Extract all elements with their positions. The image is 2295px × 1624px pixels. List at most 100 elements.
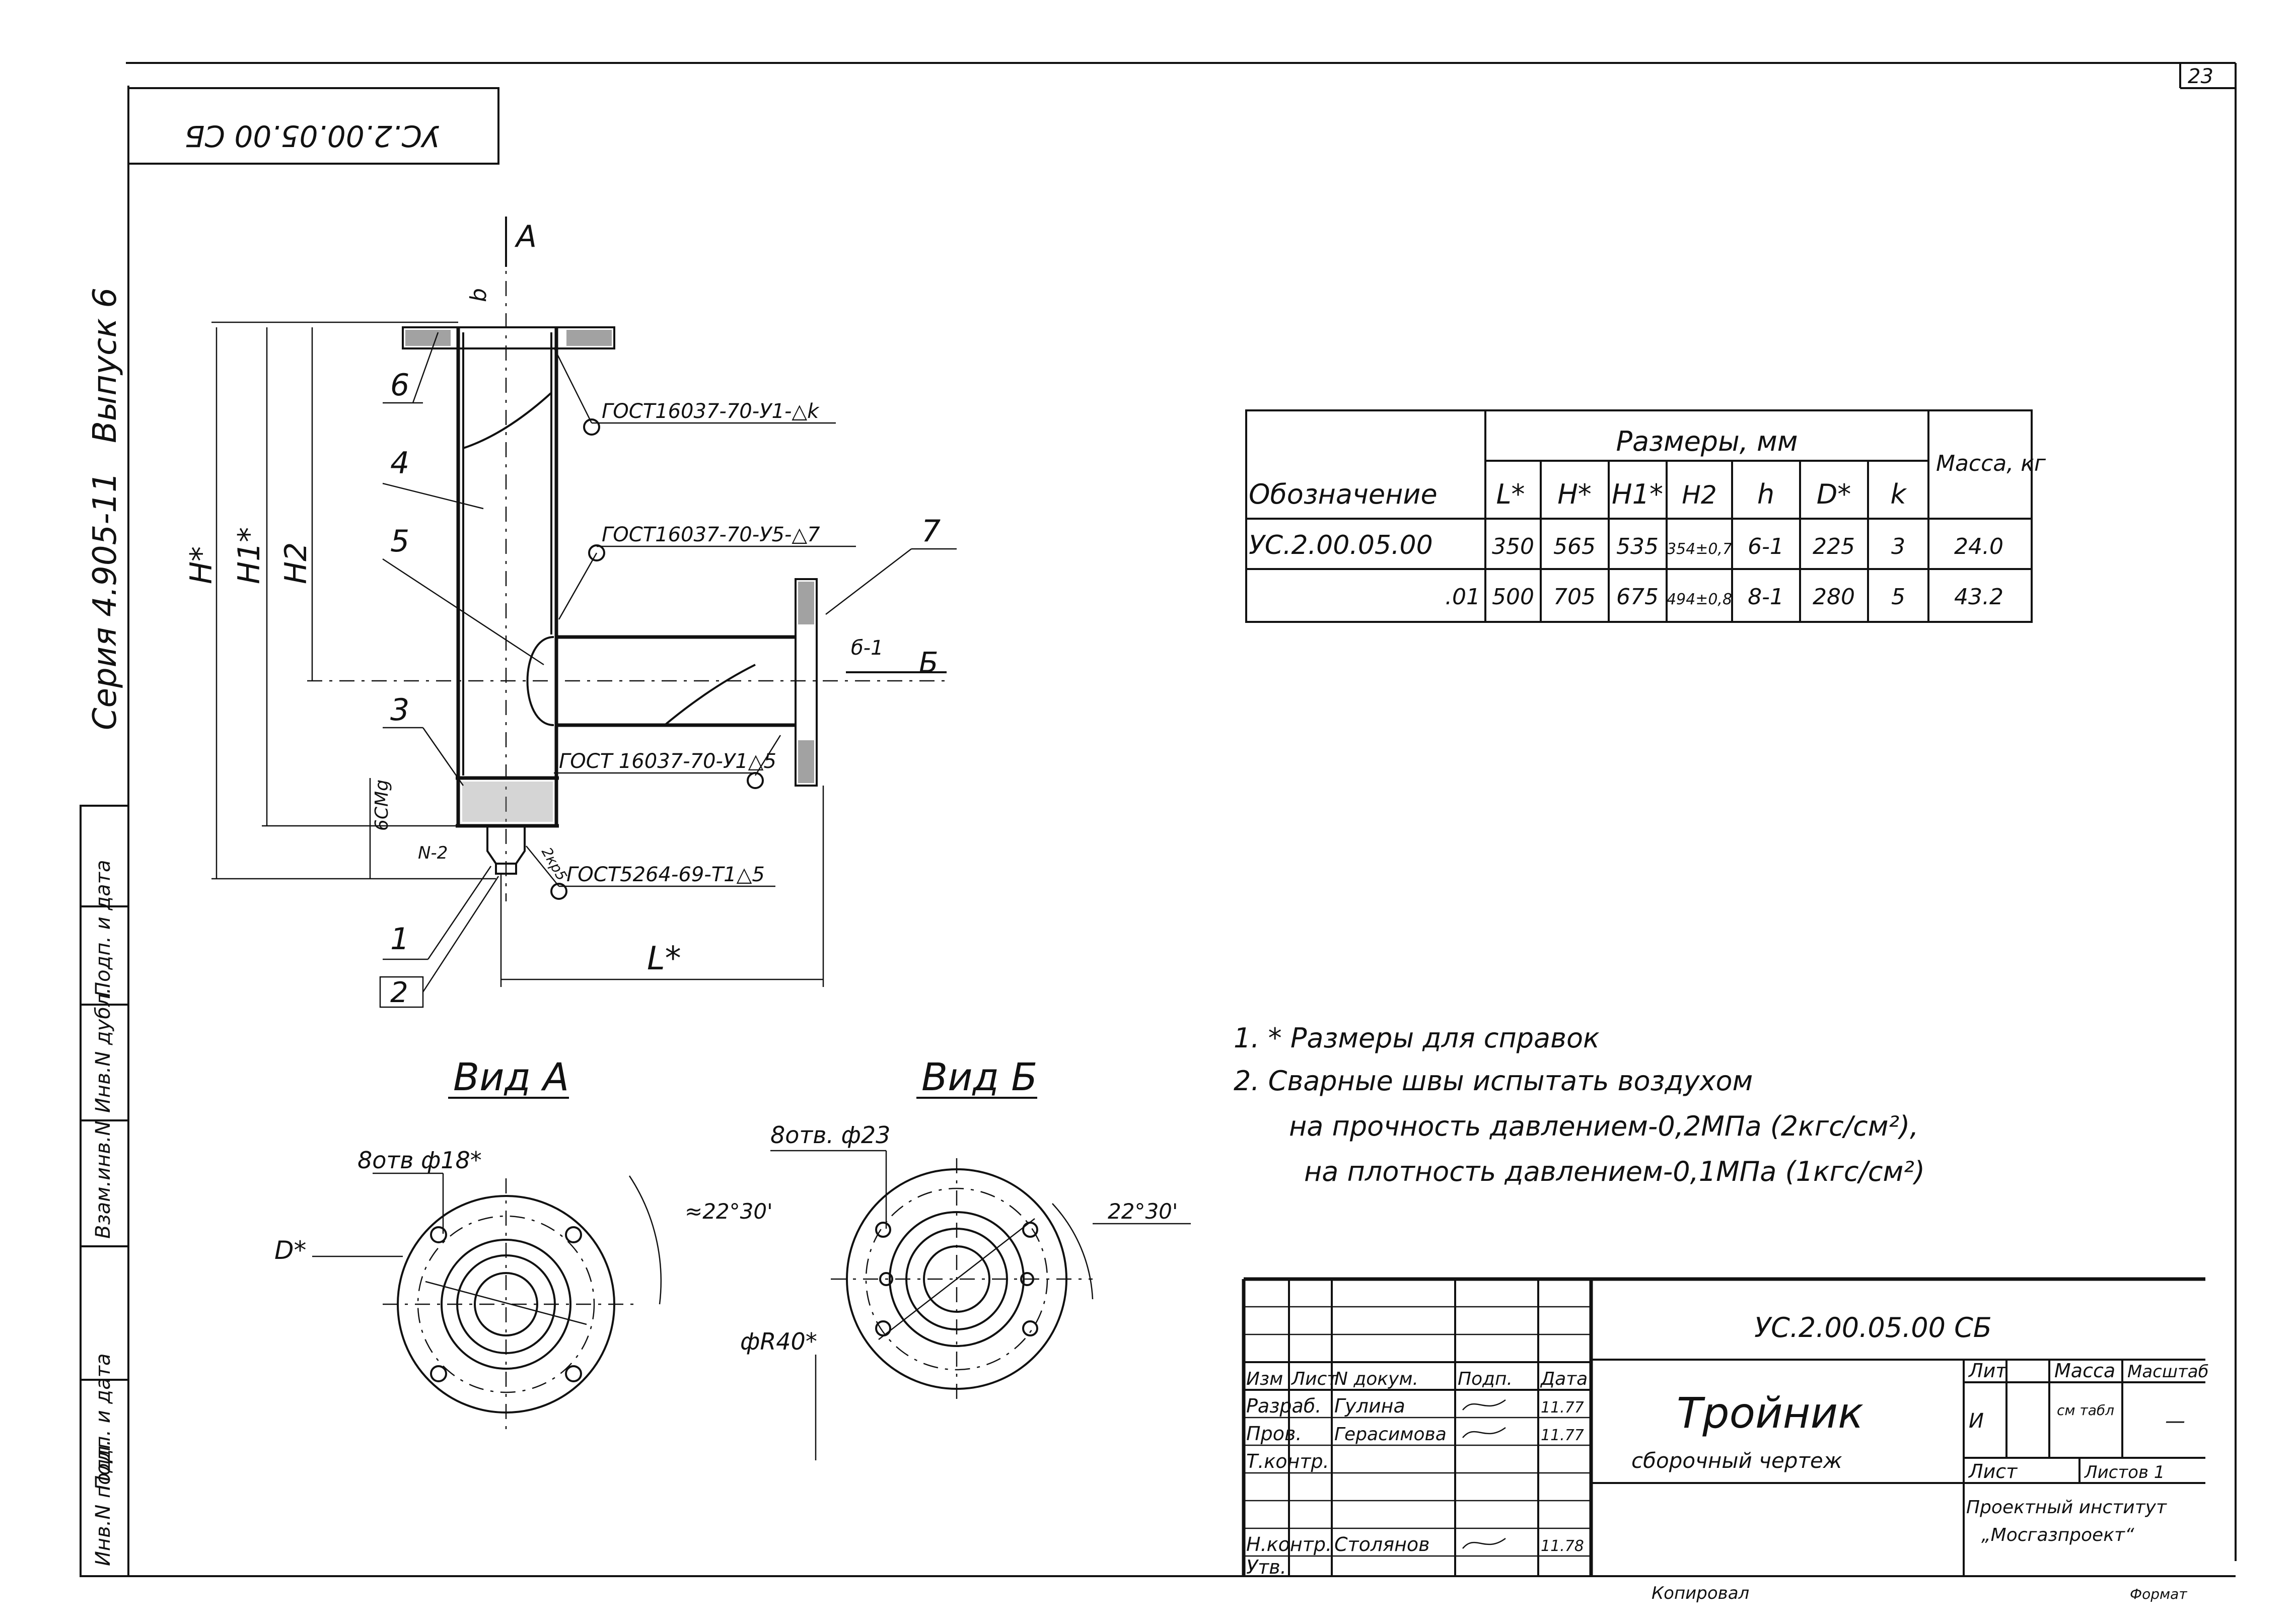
side-podp-data-1: Подп. и дата [92, 1354, 115, 1491]
tb-row-utv: Утв. [1246, 1556, 1286, 1578]
title-block: Изм Лист N докум. Подп. Дата Разраб. Гул… [1242, 1277, 2209, 1578]
note-1: 1. * Размеры для справок [1234, 1022, 1600, 1054]
tb-sheet-label: Лист [1968, 1460, 2018, 1482]
table-row-2-mass: 43.2 [1954, 584, 2003, 610]
side-vzam-inv: Взам.инв.N [92, 1121, 115, 1239]
callout-7: 7 [921, 514, 941, 549]
tb-org2: „Мосгазпроект“ [1981, 1525, 2134, 1545]
tb-date-razrab: 11.77 [1541, 1399, 1584, 1417]
table-row-2-h: 8-1 [1748, 584, 1784, 610]
view-a-title: Вид А [453, 1054, 569, 1099]
table-row-2-D: 280 [1813, 584, 1855, 610]
page-number: 23 [2188, 65, 2213, 88]
callout-4: 4 [390, 446, 409, 481]
table-row-1-h: 6-1 [1748, 534, 1784, 559]
main-view: H* H1* H2 6CMg L* b A Б б-1 ГОСТ16037-70… [184, 217, 957, 1009]
table-row-1-H1: 535 [1616, 534, 1659, 559]
weld-bottom-label: ГОСТ5264-69-Т1△5 [566, 863, 765, 886]
dim-H1: H1* [232, 527, 267, 584]
view-b: Вид Б 8отв. ф23 22°30' фR40* [740, 1054, 1191, 1460]
view-a-angle: ≈22°30' [685, 1199, 773, 1224]
note-2-line-3: на плотность давлением-0,1МПа (1кгс/см²) [1304, 1156, 1925, 1187]
tb-org: Проектный институт [1966, 1497, 2167, 1518]
view-a: Вид А 8отв ф18* ≈22°30' D* [274, 1054, 773, 1430]
table-row-1-H2: 354±0,7 [1667, 540, 1732, 558]
callout-1: 1 [390, 922, 409, 957]
view-b-holes: 8отв. ф23 [770, 1121, 890, 1149]
tb-name-razrab: Гулина [1334, 1395, 1405, 1417]
note-2: 2. Сварные швы испытать воздухом [1234, 1065, 1753, 1097]
tb-name-nkontr: Столянов [1334, 1533, 1430, 1556]
weld-mid-label: ГОСТ16037-70-У5-△7 [602, 523, 820, 546]
dimensions-table: Размеры, мм Обозначение Масса, кг L* H* … [1245, 409, 2046, 623]
table-row-1-designation: УС.2.00.05.00 [1249, 530, 1433, 560]
copied-by: Копировал [1652, 1583, 1749, 1603]
sheet-frame: 23 [81, 62, 2237, 1577]
section-a-mark: A [514, 219, 537, 254]
table-row-1-L: 350 [1492, 534, 1534, 559]
view-b-angle: 22°30' [1108, 1199, 1178, 1224]
view-b-bolt-circle: фR40* [740, 1328, 817, 1355]
table-col-L: L* [1496, 478, 1525, 510]
top-flange [402, 326, 615, 349]
callout-2: 2 [390, 976, 408, 1009]
tb-row-razrab: Разраб. [1246, 1395, 1321, 1417]
side-inv-podl: Инв.N подл. [92, 1439, 115, 1566]
weld-top-label: ГОСТ16037-70-У1-△k [602, 400, 820, 423]
side-podp-data-2: Подп. и дата [92, 860, 115, 997]
table-row-1-mass: 24.0 [1954, 534, 2003, 559]
table-row-1-H: 565 [1553, 534, 1596, 559]
side-inv-dubl: Инв.N дубл. [92, 987, 115, 1113]
tb-head-list: Лист [1290, 1369, 1338, 1389]
table-row-2-H1: 675 [1616, 584, 1659, 610]
format-label: Формат [2130, 1586, 2187, 1602]
dim-H2: H2 [278, 542, 314, 584]
table-row-2-k: 5 [1891, 584, 1905, 610]
dim-L: L* [647, 940, 681, 977]
note-2-line-2: на прочность давлением-0,2МПа (2кгс/см²)… [1289, 1110, 1918, 1142]
view-a-holes: 8отв ф18* [357, 1147, 482, 1174]
tb-lit-value: И [1969, 1409, 1984, 1433]
tb-head-doc: N докум. [1334, 1369, 1418, 1389]
dim-b: b [466, 288, 491, 302]
table-col-k: k [1890, 478, 1907, 510]
series-text: Серия 4.905-11 [87, 472, 124, 730]
callout-6: 6 [390, 368, 409, 403]
tb-name: Тройник [1677, 1388, 1863, 1438]
callout-5: 5 [390, 524, 409, 559]
tb-date-prov: 11.77 [1541, 1427, 1584, 1444]
tb-row-tkontr: Т.контр. [1246, 1450, 1329, 1472]
table-col-mass: Масса, кг [1936, 451, 2046, 476]
tb-head-sign: Подп. [1458, 1369, 1513, 1389]
table-header-group: Размеры, мм [1616, 426, 1798, 457]
table-row-1-k: 3 [1891, 534, 1905, 559]
tb-head-izm: Изм [1246, 1369, 1283, 1389]
dim-6cm: 6CMg [372, 780, 392, 831]
tb-lit-label: Лит [1968, 1360, 2007, 1382]
tb-row-nkontr: Н.контр. [1246, 1533, 1332, 1556]
table-col-H: H* [1557, 478, 1592, 510]
table-row-2-L: 500 [1492, 584, 1534, 610]
section-b1: б-1 [851, 637, 884, 660]
tb-scale-label: Масштаб [2127, 1362, 2209, 1382]
table-col-designation: Обозначение [1249, 478, 1438, 510]
tb-scale-value: — [2165, 1409, 2185, 1433]
side-stamp: Инв.N подл. Подп. и дата Взам.инв.N Инв.… [80, 805, 129, 1577]
stamp-code-box: УС.2.00.05.00 СБ [127, 87, 499, 165]
weld-small2-label: 2кр5 [538, 844, 570, 883]
branch-flange [795, 578, 818, 787]
table-row-2-designation: .01 [1445, 584, 1480, 610]
dim-H: H* [184, 546, 219, 584]
section-b-mark: Б [919, 647, 938, 679]
callout-3: 3 [390, 692, 409, 728]
table-row-1-D: 225 [1813, 534, 1855, 559]
weld-small-label: N-2 [418, 843, 448, 863]
issue-text: Выпуск 6 [87, 288, 124, 443]
tb-name-prov: Герасимова [1334, 1424, 1447, 1445]
tb-subname: сборочный чертеж [1631, 1448, 1842, 1473]
notes: 1. * Размеры для справок 2. Сварные швы … [1234, 1022, 1925, 1187]
tb-date-nkontr: 11.78 [1541, 1537, 1584, 1555]
view-a-diameter: D* [274, 1236, 307, 1265]
tb-head-date: Дата [1540, 1369, 1588, 1389]
